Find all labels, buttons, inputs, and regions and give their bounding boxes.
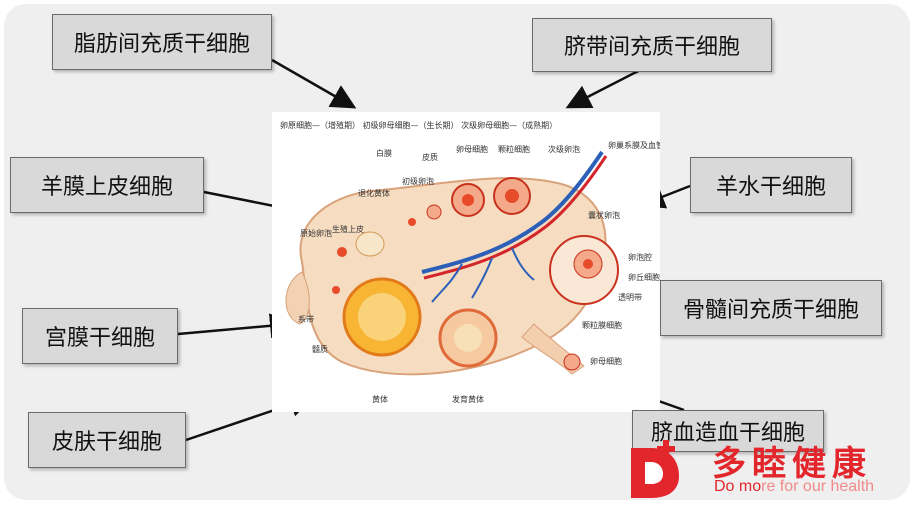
ovulated-oocyte bbox=[563, 353, 581, 371]
label-luanmuxibao: 卵母细胞 bbox=[590, 356, 622, 366]
label-huangti: 黄体 bbox=[372, 394, 388, 404]
label-luanpaoqiang: 卵泡腔 bbox=[628, 252, 652, 262]
label-luanqiu: 卵丘细胞 bbox=[628, 272, 660, 282]
label-amniotic-fluid-sc: 羊水干细胞 bbox=[690, 157, 852, 213]
brand-logo-icon bbox=[631, 440, 679, 498]
label-toumingdai: 透明带 bbox=[618, 293, 642, 302]
label-xidai: 系带 bbox=[298, 314, 314, 324]
arrow-adipose bbox=[271, 58, 357, 109]
corpus-luteum-core bbox=[358, 293, 406, 341]
label-bone-marrow-msc: 骨髓间充质干细胞 bbox=[660, 280, 882, 336]
label-yuanshi: 原始卵泡 bbox=[300, 228, 332, 238]
primordial-follicle-2 bbox=[337, 247, 347, 257]
ligament bbox=[285, 271, 310, 325]
primary-follicle bbox=[426, 204, 442, 220]
label-umbilical-msc: 脐带间充质干细胞 bbox=[532, 18, 772, 72]
label-luanchao: 卵巢系膜及血管 bbox=[608, 140, 660, 150]
diagram-header: 卵原细胞—（增殖期） 初级卵母细胞—（生长期） 次级卵母细胞—（成熟期） bbox=[280, 120, 557, 130]
label-keli: 颗粒细胞 bbox=[498, 144, 530, 154]
arrow-endometrium bbox=[177, 313, 295, 339]
blood-vessel-blue bbox=[421, 150, 604, 274]
label-luanmu: 卵母细胞 bbox=[456, 144, 488, 154]
brand-name-cn: 多睦健康 bbox=[712, 444, 872, 484]
blood-vessel-branches bbox=[431, 247, 535, 303]
label-pizhi: 皮质 bbox=[422, 152, 438, 162]
label-chujiluanpao: 初级卵泡 bbox=[402, 176, 434, 186]
label-kelimo: 颗粒膜细胞 bbox=[582, 320, 622, 330]
blood-vessel-red bbox=[423, 155, 608, 280]
brand-slogan-part1: Do mo bbox=[714, 478, 762, 495]
primordial-follicle-3 bbox=[332, 286, 340, 294]
oocyte-2 bbox=[505, 189, 519, 203]
arrow-umbilical bbox=[565, 64, 649, 109]
degenerating-corpus bbox=[355, 231, 385, 257]
label-suizhi: 髓质 bbox=[312, 344, 328, 354]
oocyte-1 bbox=[462, 194, 474, 206]
ovary-diagram: 卵原细胞—（增殖期） 初级卵母细胞—（生长期） 次级卵母细胞—（成熟期） 白膜 bbox=[272, 112, 660, 412]
label-fayu: 发育黄体 bbox=[452, 394, 484, 404]
label-adipose-msc: 脂肪间充质干细胞 bbox=[52, 14, 272, 70]
primordial-follicle-1 bbox=[408, 218, 416, 226]
label-cijiluanpao: 次级卵泡 bbox=[548, 144, 580, 154]
label-baimo: 白膜 bbox=[376, 148, 392, 158]
label-amnion-epithelial: 羊膜上皮细胞 bbox=[10, 157, 204, 213]
label-tuihua: 退化黄体 bbox=[358, 188, 390, 198]
oocyte-3 bbox=[583, 259, 593, 269]
label-nangzhuang: 囊状卵泡 bbox=[588, 210, 620, 220]
ovary-illustration: 卵原细胞—（增殖期） 初级卵母细胞—（生长期） 次级卵母细胞—（成熟期） 白膜 bbox=[280, 120, 660, 404]
brand-slogan-part2: re for our health bbox=[761, 478, 875, 495]
label-endometrium-sc: 宫膜干细胞 bbox=[22, 308, 178, 364]
developing-core bbox=[454, 324, 482, 352]
brand-slogan: Do more for our health bbox=[714, 478, 874, 496]
label-skin-sc: 皮肤干细胞 bbox=[28, 412, 186, 468]
label-shengzhi: 生殖上皮 bbox=[332, 224, 364, 234]
